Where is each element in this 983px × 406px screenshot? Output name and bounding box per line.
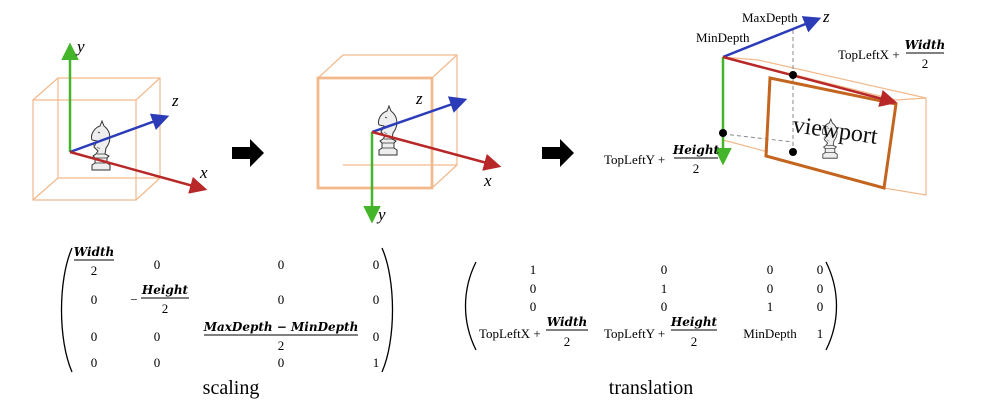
chess-knight-icon <box>377 105 398 156</box>
panel-3-viewport-space: viewport z MaxDepth MinDepth TopLeftX + … <box>604 7 945 196</box>
z-axis <box>69 113 170 154</box>
cell-r4-c1: 0 <box>91 355 98 370</box>
cell-r1-c4: 0 <box>373 257 380 272</box>
cell-r1-c3: 0 <box>278 257 285 272</box>
right-bracket <box>825 261 838 351</box>
top-left-y-numerator: Height <box>672 143 720 157</box>
top-left-y-denominator: 2 <box>693 161 700 176</box>
cell-r4-c4: 1 <box>817 326 824 341</box>
cell-r1-c1-den: 2 <box>91 263 98 278</box>
left-bracket <box>464 261 477 351</box>
cell-r2-c2: 1 <box>661 281 668 296</box>
cell-r4-c1-den: 2 <box>564 334 571 349</box>
right-arrow-icon <box>542 139 574 167</box>
min-depth-label: MinDepth <box>696 30 750 45</box>
right-arrow-icon <box>232 139 264 167</box>
y-axis-label: y <box>75 37 85 56</box>
panel-1-original-space: y z x <box>32 37 208 201</box>
right-bracket <box>381 247 394 373</box>
cell-r4-c4: 1 <box>373 355 380 370</box>
z-axis-label: z <box>415 89 423 108</box>
left-bracket <box>60 247 73 373</box>
x-axis-label: x <box>199 163 208 182</box>
cell-r1-c3: 0 <box>767 262 774 277</box>
cell-r4-c3: MinDepth <box>743 326 797 341</box>
cell-r4-c1: TopLeftX + <box>479 326 541 341</box>
cell-r2-c2-num: Height <box>141 283 189 297</box>
translation-caption: translation <box>609 377 693 399</box>
top-left-x-numerator: Width <box>905 38 945 52</box>
z-axis-label: z <box>171 91 179 110</box>
cell-r4-c2-num: Height <box>670 315 718 329</box>
cell-r1-c4: 0 <box>817 262 824 277</box>
cell-r3-c1: 0 <box>530 299 537 314</box>
x-axis <box>371 130 502 171</box>
y-axis-label: y <box>376 205 386 224</box>
cell-r3-c1: 0 <box>91 329 98 344</box>
viewport-frame <box>764 76 898 190</box>
top-left-y-label: TopLeftY + <box>604 152 665 167</box>
cell-r1-c2: 0 <box>661 262 668 277</box>
x-axis <box>722 55 898 107</box>
cell-r1-c1-num: Width <box>74 245 114 259</box>
x-axis-label: x <box>483 171 492 190</box>
cell-r3-c3-den: 2 <box>278 338 285 353</box>
scaling-caption: scaling <box>203 377 260 399</box>
cell-r3-c4: 0 <box>817 299 824 314</box>
cell-r4-c1-num: Width <box>547 315 587 329</box>
x-axis <box>69 150 208 194</box>
cell-r2-c4: 0 <box>817 281 824 296</box>
top-left-x-label: TopLeftX + <box>838 47 900 62</box>
viewport-center-point <box>789 148 797 156</box>
z-axis-label: z <box>822 7 830 26</box>
cell-r2-c2-sign: − <box>130 292 137 307</box>
cell-r2-c4: 0 <box>373 292 380 307</box>
cell-r2-c1: 0 <box>530 281 537 296</box>
cell-r4-c3: 0 <box>278 355 285 370</box>
max-depth-point <box>789 71 797 79</box>
cell-r2-c3: 0 <box>278 292 285 307</box>
cell-r4-c2: TopLeftY + <box>604 326 665 341</box>
scaling-matrix: Width 2 0 0 0 0 − Height 2 0 0 0 0 MaxDe… <box>60 245 394 399</box>
cell-r3-c2: 0 <box>661 299 668 314</box>
viewport-label: viewport <box>791 112 879 150</box>
translation-matrix: 1 0 0 0 0 1 0 0 0 0 1 0 TopLeftX + Width… <box>464 261 838 399</box>
top-left-y-point <box>719 129 727 137</box>
cell-r3-c2: 0 <box>154 329 161 344</box>
cell-r3-c3-num: MaxDepth − MinDepth <box>203 320 359 334</box>
dashed-guides <box>722 30 794 152</box>
top-left-x-denominator: 2 <box>922 56 929 71</box>
cell-r2-c2-den: 2 <box>162 301 169 316</box>
cell-r4-c2-den: 2 <box>691 334 698 349</box>
cell-r2-c3: 0 <box>767 281 774 296</box>
cell-r2-c1: 0 <box>91 292 98 307</box>
scaled-front-face <box>316 76 434 190</box>
cell-r3-c3: 1 <box>767 299 774 314</box>
cell-r4-c2: 0 <box>154 355 161 370</box>
z-axis <box>722 16 822 59</box>
max-depth-label: MaxDepth <box>742 10 798 25</box>
panel-2-scaled-space: y z x <box>316 54 502 224</box>
z-axis <box>371 96 468 134</box>
cell-r1-c1: 1 <box>530 262 537 277</box>
cell-r3-c4: 0 <box>373 329 380 344</box>
cell-r1-c2: 0 <box>154 257 161 272</box>
